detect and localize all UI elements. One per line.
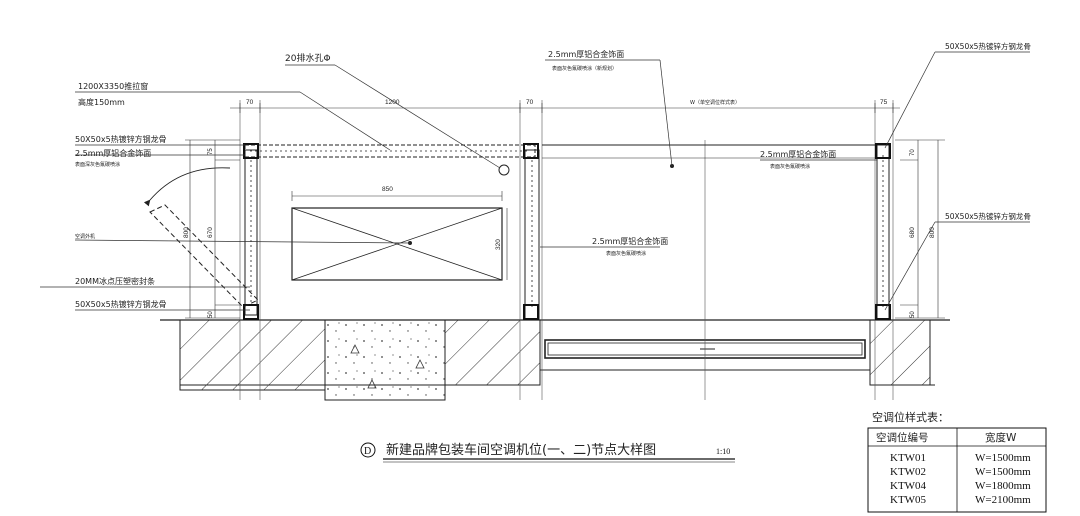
dim-left-800: 800: [183, 227, 190, 238]
leader-lines: [40, 51, 1030, 311]
callout-steel-tube-tl: 50X50x5热镀锌方钢龙骨: [75, 134, 167, 144]
callout-alu-panel-top-sub: 表面灰色氟碳喷涂（新规划）: [552, 65, 617, 72]
callout-steel-tube-r: 50X50x5热镀锌方钢龙骨: [945, 211, 1031, 221]
table-header-width: 宽度W: [985, 431, 1017, 444]
dim-right-800: 800: [929, 227, 936, 238]
dim-70-mid: 70: [526, 99, 534, 106]
callout-alu-panel-r: 2.5mm厚铝合金饰面: [760, 149, 836, 159]
table-cell-w-3: W=1800mm: [975, 480, 1031, 492]
title-mark: D: [364, 446, 371, 457]
dim-70-left: 70: [246, 99, 254, 106]
drawing-title: D 新建品牌包装车间空调机位(一、二)节点大样图 1:10: [360, 442, 735, 463]
title-text: 新建品牌包装车间空调机位(一、二)节点大样图: [386, 442, 656, 458]
callout-alu-panel-l-sub: 表面深灰色氟碳喷涂: [75, 161, 120, 168]
table-cell-id-4: KTW05: [890, 494, 927, 506]
dim-left-670: 670: [207, 227, 214, 238]
table-cell-w-1: W=1500mm: [975, 452, 1031, 464]
dim-850: 850: [382, 186, 393, 193]
dimension-text: 70 1200 70 W（单空调位样式表） 75 850 320 75 670 …: [183, 99, 936, 318]
dim-left-50: 50: [208, 311, 214, 318]
title-scale: 1:10: [716, 447, 730, 456]
dim-left-75: 75: [208, 148, 214, 155]
callout-drain-hole: 20排水孔Φ: [285, 52, 331, 64]
callout-text: 20排水孔Φ 1200X3350推拉窗 高度150mm 50X50x5热镀锌方钢…: [75, 41, 1031, 309]
dimension-lines: [185, 103, 945, 319]
callout-ac-unit: 空调外机: [75, 233, 95, 240]
table-cell-id-3: KTW04: [890, 480, 927, 492]
left-enclosure: [143, 143, 540, 321]
callout-steel-tube-tr: 50X50x5热镀锌方钢龙骨: [945, 41, 1031, 51]
table-caption: 空调位样式表：: [872, 410, 949, 424]
dim-right-70: 70: [910, 149, 916, 156]
callout-alu-panel-mid-sub: 表面灰色氟碳喷涂: [606, 250, 646, 257]
dim-w: W（单空调位样式表）: [690, 99, 740, 106]
dim-1200: 1200: [385, 99, 400, 106]
callout-sill: 高度150mm: [78, 97, 125, 107]
callout-alu-panel-top: 2.5mm厚铝合金饰面: [548, 49, 624, 59]
dim-320: 320: [495, 239, 502, 250]
callout-steel-tube-bl: 50X50x5热镀锌方钢龙骨: [75, 299, 167, 309]
table-cell-w-2: W=1500mm: [975, 466, 1031, 478]
right-enclosure: [542, 143, 891, 321]
floor-slab: [160, 319, 950, 401]
callout-opening-size: 1200X3350推拉窗: [78, 81, 148, 91]
table-cell-id-1: KTW01: [890, 452, 926, 464]
ac-position-table: 空调位样式表： 空调位编号 宽度W KTW01 W=1500mm KTW02 W…: [867, 410, 1047, 513]
callout-alu-panel-l: 2.5mm厚铝合金饰面: [75, 148, 151, 158]
dim-75-right: 75: [880, 99, 888, 106]
callout-alu-panel-mid: 2.5mm厚铝合金饰面: [592, 236, 668, 246]
callout-vent: 20MM冰点压塑密封条: [75, 276, 155, 286]
table-cell-w-4: W=2100mm: [975, 494, 1031, 506]
table-header-id: 空调位编号: [876, 431, 929, 444]
callout-alu-panel-r-sub: 表面灰色氟碳喷涂: [770, 163, 810, 170]
dim-right-680: 680: [909, 227, 916, 238]
construction-lines: [239, 100, 894, 400]
table-cell-id-2: KTW02: [890, 466, 926, 478]
dim-right-50: 50: [910, 311, 916, 318]
